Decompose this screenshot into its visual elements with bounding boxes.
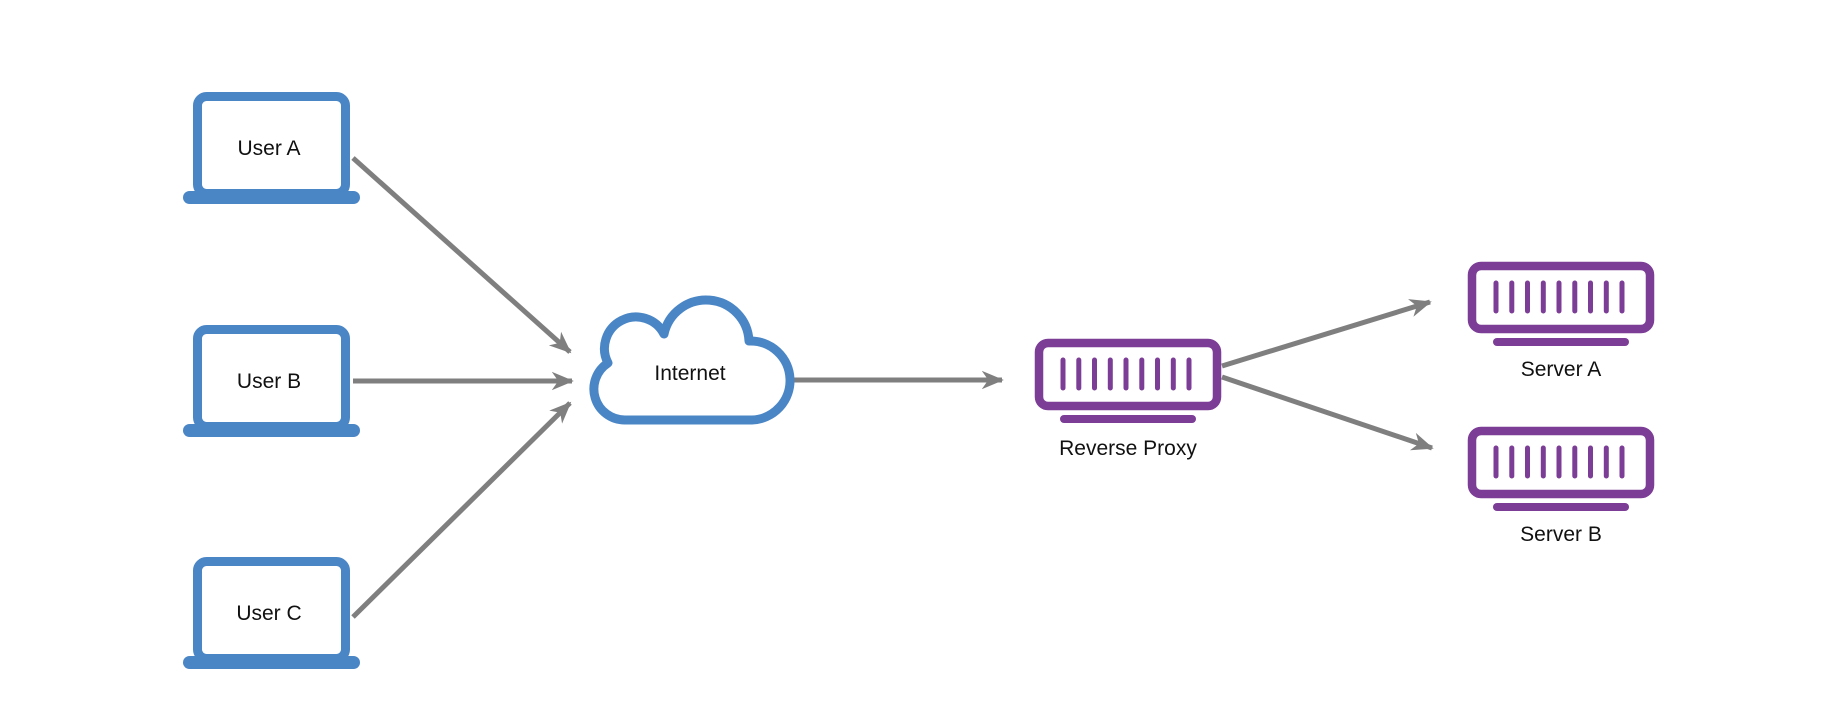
node-label-reverse-proxy: Reverse Proxy [1059,437,1197,460]
laptop-icon [183,325,360,437]
node-server-a: Server A [1467,261,1655,381]
node-label-user-a: User A [237,137,300,160]
node-reverse-proxy: Reverse Proxy [1034,338,1222,460]
node-label-server-a: Server A [1521,358,1602,381]
edge-user-c-to-internet [351,401,572,619]
node-label-user-c: User C [236,602,301,625]
laptop-icon [183,557,360,669]
node-label-server-b: Server B [1520,523,1602,546]
laptop-icon [183,92,360,204]
edge-reverse-proxy-to-server-a [1221,299,1432,369]
server-icon [1467,426,1655,511]
edge-user-a-to-internet [351,156,572,354]
node-label-user-b: User B [237,370,301,393]
node-internet: Internet [589,295,795,425]
node-user-b: User B [183,325,360,437]
server-icon [1034,338,1222,423]
edge-reverse-proxy-to-server-b [1221,374,1434,451]
node-user-c: User C [183,557,360,669]
server-icon [1467,261,1655,346]
node-server-b: Server B [1467,426,1655,546]
cloud-icon [589,295,795,425]
node-user-a: User A [183,92,360,204]
node-label-internet: Internet [654,362,725,385]
